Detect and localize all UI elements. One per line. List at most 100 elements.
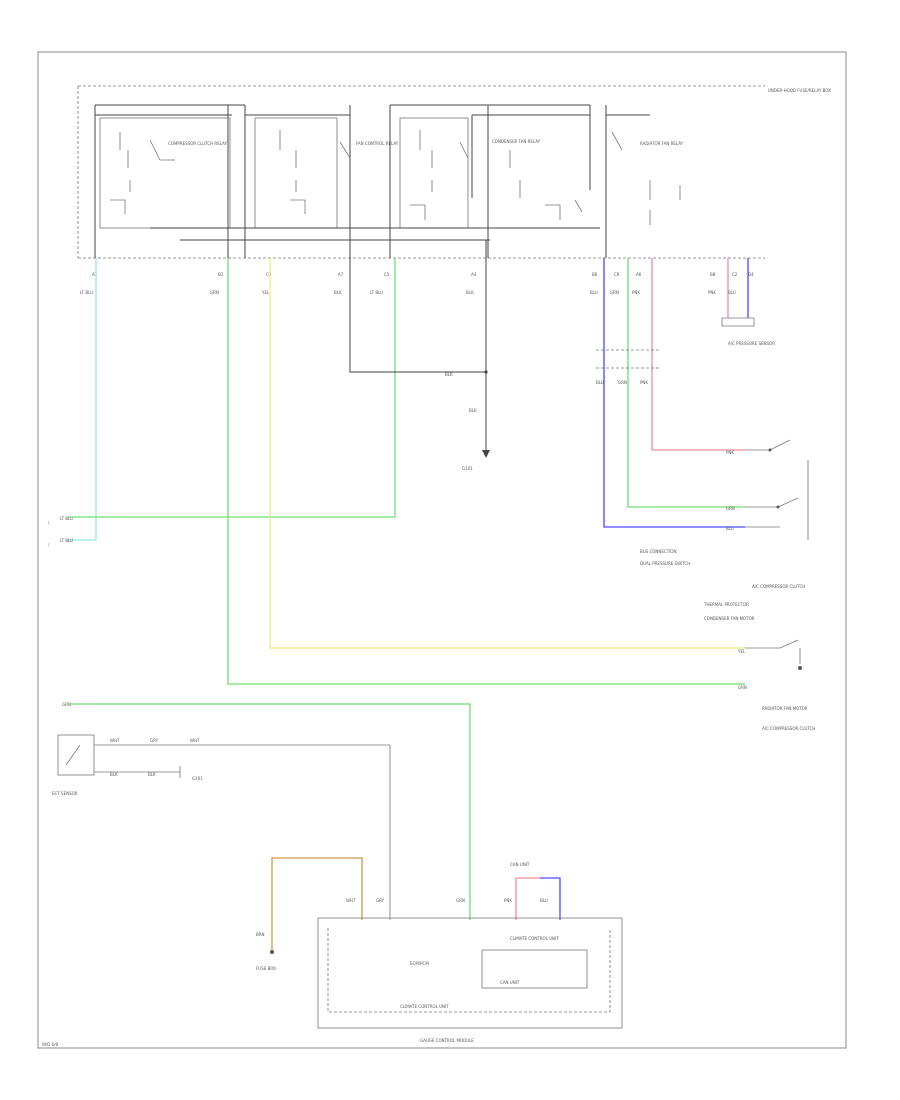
svg-text:GRN: GRN	[726, 506, 735, 511]
svg-text:CAN UNIT: CAN UNIT	[510, 862, 530, 867]
ac-pressure-sensor: A/C PRESSURE SENSOR	[721, 258, 775, 346]
wire-blu	[603, 258, 745, 528]
svg-text:PNK: PNK	[708, 290, 716, 295]
svg-text:D4: D4	[748, 272, 754, 277]
svg-text:PNK: PNK	[640, 380, 648, 385]
svg-text:RADIATOR FAN RELAY: RADIATOR FAN RELAY	[640, 141, 684, 146]
svg-text:BLU: BLU	[590, 290, 598, 295]
svg-text:GRN: GRN	[610, 290, 619, 295]
svg-text:CONDENSER FAN MOTOR: CONDENSER FAN MOTOR	[704, 616, 755, 621]
relay-4: RADIATOR FAN RELAY	[605, 105, 684, 258]
svg-text:A4: A4	[471, 272, 477, 277]
svg-text:G101: G101	[192, 776, 203, 781]
svg-text:GRY: GRY	[150, 738, 159, 743]
wire-pnk	[651, 258, 745, 451]
svg-text:RADIATOR FAN MOTOR: RADIATOR FAN MOTOR	[762, 706, 808, 711]
svg-text:BLK: BLK	[466, 290, 474, 295]
svg-text:CLIMATE CONTROL UNIT: CLIMATE CONTROL UNIT	[510, 936, 559, 941]
wire-grn-lower	[227, 258, 745, 685]
svg-text:LT BLU: LT BLU	[370, 290, 383, 295]
svg-text:GRN: GRN	[210, 290, 219, 295]
svg-text:A6: A6	[636, 272, 642, 277]
svg-text:BLU: BLU	[726, 526, 734, 531]
svg-text:FUSE BOX: FUSE BOX	[256, 966, 276, 971]
svg-text:⟨: ⟨	[48, 520, 50, 525]
svg-text:GRN: GRN	[456, 898, 465, 903]
svg-text:WHT: WHT	[346, 898, 356, 903]
svg-text:BUS CONNECTION: BUS CONNECTION	[640, 549, 677, 554]
internal-bus	[150, 227, 600, 241]
gauge-control-module: WHT GRY GRN ECM/PCM CLIMATE CONTROL UNIT…	[317, 898, 623, 1043]
svg-text:A/C PRESSURE SENSOR: A/C PRESSURE SENSOR	[728, 341, 775, 346]
svg-text:BLK: BLK	[110, 772, 118, 777]
svg-text:C3: C3	[266, 272, 272, 277]
splice-connector: BLU GRN PNK	[596, 349, 660, 385]
wire-grn-gauge	[68, 703, 471, 920]
svg-text:A/C COMPRESSOR CLUTCH: A/C COMPRESSOR CLUTCH	[762, 726, 815, 731]
svg-text:ECM/PCM: ECM/PCM	[410, 961, 429, 966]
can-bus: CAN UNIT PNK BLU	[504, 862, 561, 920]
svg-text:B2: B2	[218, 272, 224, 277]
page-code: W/D 6/8	[42, 1042, 59, 1047]
svg-text:BLU: BLU	[728, 290, 736, 295]
svg-text:GRN: GRN	[618, 380, 627, 385]
svg-text:C5: C5	[384, 272, 390, 277]
ground-label: G101	[462, 466, 473, 471]
svg-text:DUAL PRESSURE SWITCH: DUAL PRESSURE SWITCH	[640, 561, 690, 566]
svg-text:GRY: GRY	[376, 898, 385, 903]
connector-pins: A1 B2 C3 A7 C5 A4 B6 C9 A6 B8 C2 D4 LT B…	[80, 272, 754, 295]
wire-grn-right	[627, 258, 745, 508]
svg-text:GRN: GRN	[62, 702, 71, 707]
relay-3: CONDENSER FAN RELAY	[389, 104, 591, 258]
svg-text:COMPRESSOR CLUTCH RELAY: COMPRESSOR CLUTCH RELAY	[168, 141, 227, 146]
svg-text:A7: A7	[338, 272, 344, 277]
svg-text:BLK: BLK	[334, 290, 342, 295]
svg-text:WHT: WHT	[110, 738, 120, 743]
svg-text:BRN: BRN	[256, 932, 265, 937]
svg-text:B6: B6	[592, 272, 598, 277]
svg-text:BLK: BLK	[445, 372, 453, 377]
svg-text:PNK: PNK	[504, 898, 512, 903]
svg-text:C9: C9	[614, 272, 620, 277]
svg-text:LT BLU: LT BLU	[60, 516, 73, 521]
compressor-clutch: RADIATOR FAN MOTOR A/C COMPRESSOR CLUTCH	[745, 639, 815, 731]
svg-text:BLU: BLU	[540, 898, 548, 903]
svg-text:C2: C2	[732, 272, 738, 277]
wire-brn	[271, 857, 363, 950]
svg-text:YEL: YEL	[261, 290, 270, 295]
svg-text:CLIMATE CONTROL UNIT: CLIMATE CONTROL UNIT	[400, 1004, 449, 1009]
under-hood-fuse-relay-box: UNDER-HOOD FUSE/RELAY BOX	[77, 85, 831, 259]
ect-sensor: GRN WHT GRY WHT BLK BLK ECT SENSOR G101	[52, 702, 390, 796]
relay-1: COMPRESSOR CLUTCH RELAY	[94, 104, 245, 258]
svg-text:CAN UNIT: CAN UNIT	[500, 980, 520, 985]
svg-text:FAN CONTROL RELAY: FAN CONTROL RELAY	[356, 141, 399, 146]
svg-text:LT BLU: LT BLU	[60, 538, 73, 543]
svg-text:A/C COMPRESSOR CLUTCH: A/C COMPRESSOR CLUTCH	[752, 584, 805, 589]
svg-text:BLK: BLK	[148, 772, 156, 777]
svg-text:GRN: GRN	[738, 685, 747, 690]
svg-text:BLU: BLU	[596, 380, 604, 385]
wire-yel	[269, 258, 745, 649]
wire-grn-upper	[68, 258, 396, 518]
wire-lt-blu	[68, 258, 97, 541]
relay-2: FAN CONTROL RELAY	[244, 105, 399, 258]
svg-text:⟨: ⟨	[48, 542, 50, 547]
svg-text:PNK: PNK	[726, 450, 734, 455]
svg-text:WHT: WHT	[190, 738, 200, 743]
svg-text:UNDER-HOOD FUSE/RELAY BOX: UNDER-HOOD FUSE/RELAY BOX	[768, 88, 831, 93]
svg-text:LT BLU: LT BLU	[80, 290, 93, 295]
page-frame	[37, 51, 847, 1049]
svg-text:YEL: YEL	[737, 649, 746, 654]
svg-text:A1: A1	[92, 272, 98, 277]
svg-text:PNK: PNK	[632, 290, 640, 295]
svg-text:THERMAL PROTECTOR: THERMAL PROTECTOR	[703, 602, 749, 607]
ground-circuit: BLK BLK G101	[349, 240, 490, 471]
svg-text:GAUGE CONTROL MODULE: GAUGE CONTROL MODULE	[420, 1038, 474, 1043]
compressor-labels: A/C COMPRESSOR CLUTCH THERMAL PROTECTOR …	[703, 584, 805, 621]
svg-text:B8: B8	[710, 272, 716, 277]
dual-pressure-switch: PNK GRN BLU BUS CONNECTION DUAL PRESSURE…	[640, 439, 809, 566]
svg-text:ECT SENSOR: ECT SENSOR	[52, 791, 78, 796]
svg-text:BLK: BLK	[469, 408, 477, 413]
svg-text:CONDENSER FAN RELAY: CONDENSER FAN RELAY	[492, 139, 541, 144]
